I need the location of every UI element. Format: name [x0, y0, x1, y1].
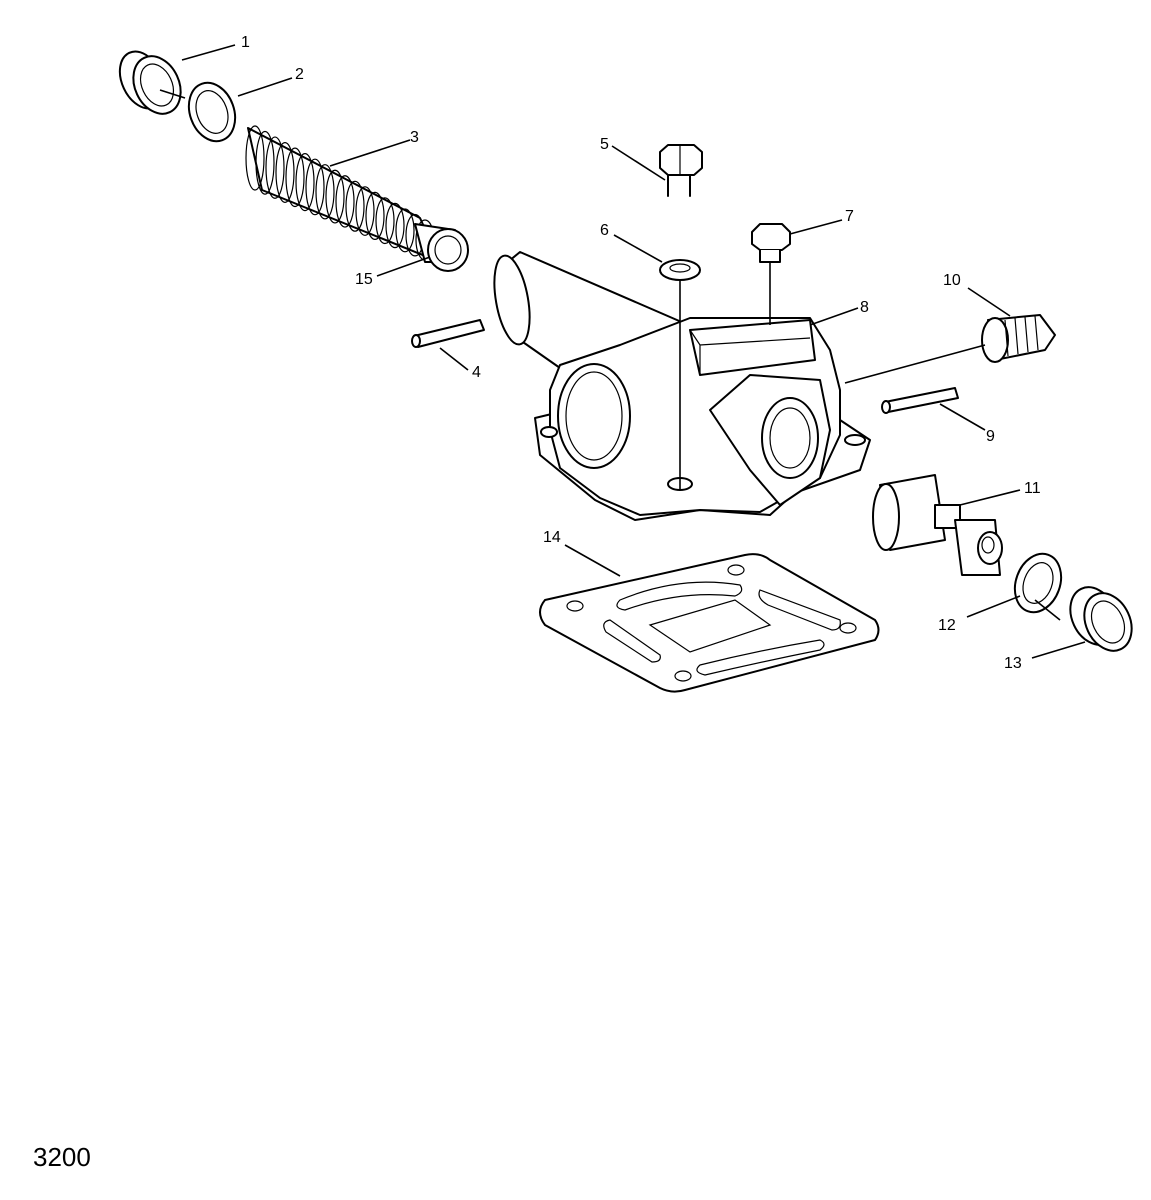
spring-coil [325, 169, 345, 224]
callout-13: 13 [1004, 655, 1022, 672]
spring-coil [395, 208, 415, 253]
spring-coil [315, 164, 335, 220]
part-1-cap-plug [118, 50, 182, 115]
callout-8: 8 [860, 299, 869, 316]
part-8-housing [493, 251, 871, 521]
part-2-washer [187, 81, 237, 143]
callout-3: 3 [410, 129, 419, 146]
callout-14: 14 [543, 529, 561, 546]
part-10-threaded-plug [981, 314, 1056, 363]
callout-1: 1 [241, 34, 250, 51]
spring-coil [365, 191, 385, 241]
callout-6: 6 [600, 222, 609, 239]
callout-12: 12 [938, 617, 956, 634]
leader-lines [159, 44, 1086, 659]
spring-coil [345, 180, 365, 232]
part-15-sleeve [414, 223, 469, 272]
spring-coil [265, 136, 285, 199]
spring-coil [335, 175, 355, 228]
spring-coil [295, 153, 315, 212]
part-14-gasket [539, 553, 880, 693]
callout-7: 7 [845, 208, 854, 225]
part-13-cap-plug [1069, 586, 1133, 652]
spring-coil [245, 125, 265, 191]
spring-coil [305, 158, 325, 216]
spring-coil [375, 197, 395, 245]
spring-coil [385, 202, 405, 249]
spring-coil [355, 186, 375, 236]
figure-number: 3200 [33, 1142, 91, 1172]
spring-coil [275, 141, 295, 203]
part-11-valve-spool [872, 474, 1003, 576]
callout-10: 10 [943, 272, 961, 289]
part-7-plug-bolt [751, 223, 791, 263]
part-3-spring [245, 125, 441, 263]
callout-5: 5 [600, 136, 609, 153]
callout-11: 11 [1024, 480, 1041, 497]
part-6-washer [659, 259, 701, 281]
part-9-pin [881, 387, 959, 414]
callout-4: 4 [472, 364, 481, 381]
spring-coil [285, 147, 305, 208]
part-12-washer [1013, 552, 1063, 614]
callout-2: 2 [295, 66, 304, 83]
callout-15: 15 [355, 271, 373, 288]
spring-coil [255, 130, 275, 195]
part-5-bolt [659, 144, 703, 197]
part-4-pin [411, 319, 485, 348]
callout-9: 9 [986, 428, 995, 445]
